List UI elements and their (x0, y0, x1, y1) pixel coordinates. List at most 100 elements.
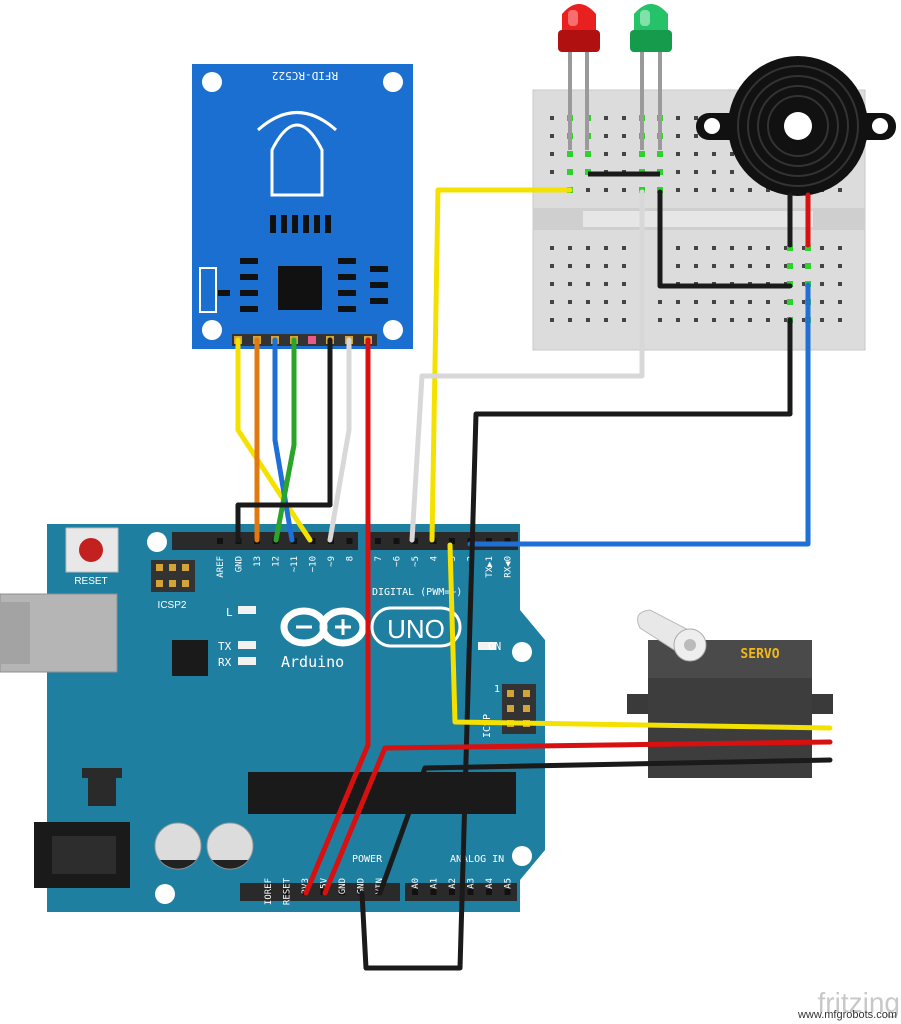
breadboard-hole (820, 282, 824, 286)
breadboard-hole-active (567, 169, 573, 175)
breadboard-hole (622, 264, 626, 268)
breadboard-hole (748, 318, 752, 322)
breadboard-hole (604, 282, 608, 286)
breadboard-hole (694, 152, 698, 156)
rfid-pin (308, 336, 316, 344)
breadboard-hole (676, 264, 680, 268)
breadboard-hole-active (787, 299, 793, 305)
icsp-label: ICSP (482, 714, 493, 738)
breadboard-hole (838, 188, 842, 192)
breadboard-hole (622, 318, 626, 322)
header-pin (339, 889, 345, 895)
breadboard-hole-active (567, 151, 573, 157)
pin-label: 4 (430, 556, 440, 561)
breadboard-hole (694, 188, 698, 192)
breadboard-hole (604, 246, 608, 250)
icsp2-label: ICSP2 (158, 600, 187, 611)
breadboard-hole (820, 300, 824, 304)
breadboard-hole (766, 264, 770, 268)
breadboard-hole (712, 318, 716, 322)
breadboard-hole (802, 264, 806, 268)
breadboard-hole (622, 152, 626, 156)
header-pin (265, 889, 271, 895)
arduino-brand: Arduino (281, 653, 344, 671)
breadboard-hole (676, 116, 680, 120)
pin-label: 13 (253, 556, 263, 567)
breadboard-hole (622, 282, 626, 286)
digital-label: DIGITAL (PWM=~) (372, 587, 462, 598)
breadboard-hole (838, 282, 842, 286)
breadboard-hole (622, 134, 626, 138)
wire-yellow-led (429, 187, 573, 543)
icsp-pin-label: 1 (494, 684, 500, 695)
breadboard-hole (784, 318, 788, 322)
breadboard-hole (676, 152, 680, 156)
breadboard-hole (550, 264, 554, 268)
breadboard-hole (748, 300, 752, 304)
pin-label: 8 (346, 556, 356, 561)
wire-black-rfid-gnd (235, 337, 333, 543)
breadboard-hole (604, 264, 608, 268)
breadboard-hole (730, 318, 734, 322)
buzzer (696, 56, 896, 196)
breadboard-hole (694, 170, 698, 174)
breadboard-hole (712, 246, 716, 250)
breadboard-hole (550, 170, 554, 174)
wire-black-buzzer-gnd (359, 317, 793, 971)
wire-blue-buzzer (467, 282, 811, 547)
pin-label: TX▶1 (485, 556, 495, 578)
breadboard-hole (604, 116, 608, 120)
breadboard-hole (766, 318, 770, 322)
breadboard-hole (604, 152, 608, 156)
breadboard-hole (586, 246, 590, 250)
pin-label: ~3 (448, 556, 458, 567)
breadboard-hole (604, 188, 608, 192)
breadboard-hole (622, 300, 626, 304)
pin-label: A1 (430, 878, 440, 889)
red-led (558, 4, 600, 150)
breadboard-hole (730, 170, 734, 174)
breadboard-hole (838, 264, 842, 268)
on-label: ON (488, 640, 501, 653)
header-pin (486, 538, 492, 544)
pin-label: A4 (485, 878, 495, 889)
breadboard-hole (730, 188, 734, 192)
breadboard-hole (622, 116, 626, 120)
breadboard-hole (748, 246, 752, 250)
breadboard-hole (586, 282, 590, 286)
breadboard-hole (802, 246, 806, 250)
breadboard-hole (838, 246, 842, 250)
header-pin (375, 538, 381, 544)
pin-label: RESET (283, 877, 293, 905)
breadboard-hole (568, 246, 572, 250)
wire-white-rfid (327, 337, 352, 543)
breadboard-hole (694, 318, 698, 322)
wire-red-rfid-3v3 (303, 337, 371, 896)
rfid-label: RFID-RC522 (272, 69, 338, 82)
breadboard-hole (802, 282, 806, 286)
breadboard-hole-active (805, 263, 811, 269)
watermark: www.mfgrobots.com (797, 1009, 897, 1021)
servo-motor: SERVO (627, 609, 833, 778)
breadboard-hole (550, 318, 554, 322)
wire-green-rfid (273, 337, 297, 543)
breadboard-hole (820, 318, 824, 322)
breadboard-hole (748, 188, 752, 192)
led-l-label: L (226, 606, 233, 619)
breadboard-hole (550, 282, 554, 286)
breadboard-hole (784, 300, 788, 304)
breadboard-hole (550, 152, 554, 156)
breadboard-hole (694, 134, 698, 138)
breadboard-hole (658, 318, 662, 322)
breadboard-hole-active (787, 245, 793, 251)
breadboard-hole (568, 282, 572, 286)
pin-label: 5V (320, 877, 330, 888)
breadboard-hole (712, 264, 716, 268)
breadboard-hole (712, 300, 716, 304)
breadboard-hole (622, 188, 626, 192)
wire-black-bb-jumper (657, 189, 793, 289)
wire-black-servo-gnd (377, 757, 833, 896)
rfid-module: RFID-RC522 (192, 64, 413, 349)
breadboard-hole (694, 116, 698, 120)
